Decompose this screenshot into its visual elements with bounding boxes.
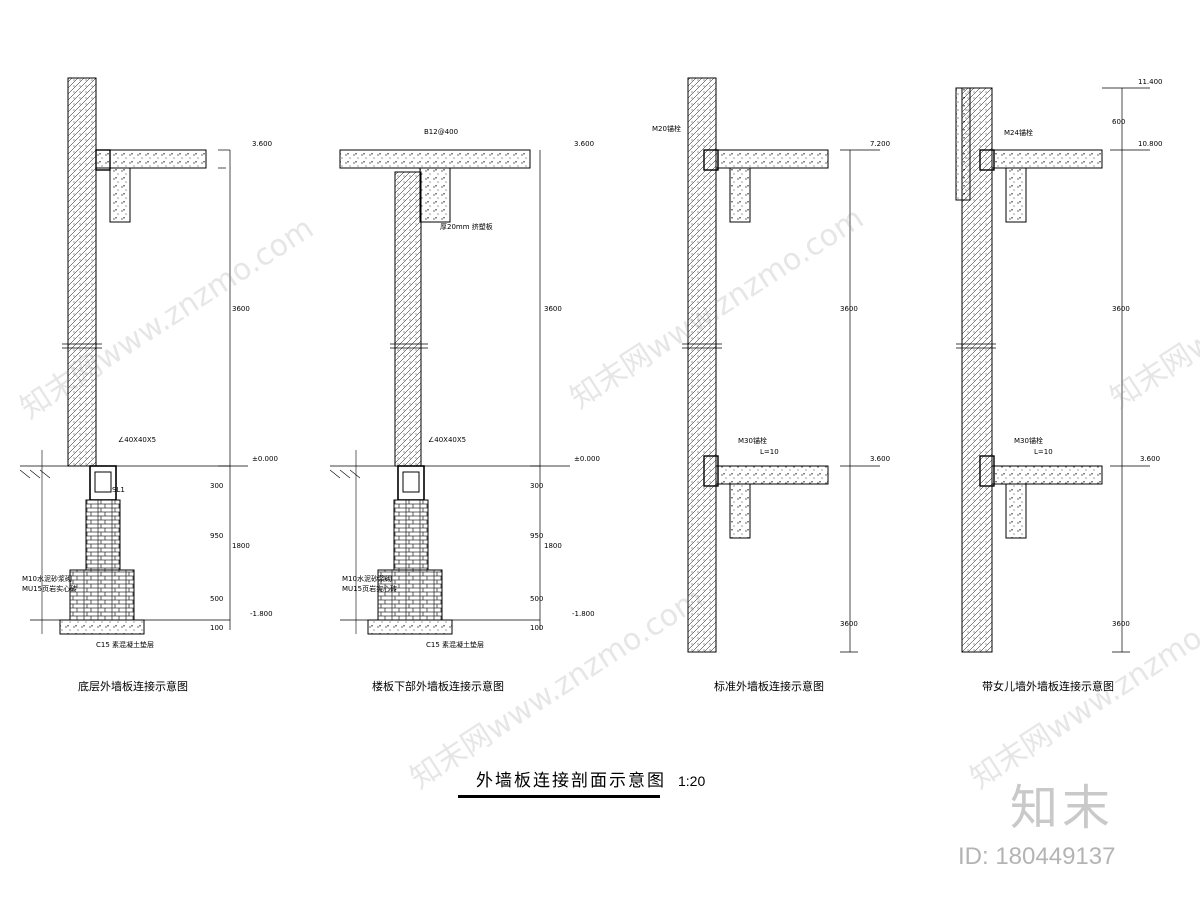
detail-3-note-anchor-top: M20锚栓 [652, 125, 681, 133]
detail-4-note-length: L=10 [1034, 448, 1053, 456]
detail-2-note-rebar: B12@400 [424, 128, 459, 136]
detail-1-dim-100: 100 [210, 624, 224, 632]
detail-2-dim-950: 950 [530, 532, 544, 540]
detail-2-note-foundation: C15 素混凝土垫层 [426, 641, 485, 649]
detail-1-dim-1800: 1800 [232, 542, 250, 550]
detail-3-dim-upper: 3600 [840, 305, 858, 313]
detail-1 [19, 77, 248, 635]
detail-2-dim-1800: 1800 [544, 542, 562, 550]
detail-2-note-mortar: M10水泥砂浆砌 [342, 575, 392, 583]
detail-1-note-foundation: C15 素混凝土垫层 [96, 641, 155, 649]
detail-2 [329, 149, 570, 635]
detail-2-dim-300: 300 [530, 482, 544, 490]
detail-2-dim-500: 500 [530, 595, 544, 603]
detail-1-dim-3600: 3600 [232, 305, 250, 313]
detail-1-level-mid: ±0.000 [252, 455, 278, 463]
drawing-scale: 1:20 [678, 773, 706, 789]
detail-2-note-angle: ∠40X40X5 [428, 436, 467, 444]
drawing-title: 外墙板连接剖面示意图 [476, 771, 666, 791]
detail-3-level-mid: 3.600 [870, 455, 891, 463]
detail-1-dim-950: 950 [210, 532, 224, 540]
detail-2-level-mid: ±0.000 [574, 455, 600, 463]
detail-4-level-mid: 3.600 [1140, 455, 1161, 463]
detail-1-note-brick: MU15页岩实心砖 [22, 585, 78, 593]
detail-1-note-sl1: SL1 [112, 486, 125, 494]
detail-1-dim-300: 300 [210, 482, 224, 490]
detail-1-note-angle: ∠40X40X5 [118, 436, 157, 444]
detail-4-note-anchor-bot: M30锚栓 [1014, 437, 1043, 445]
detail-2-dim-100: 100 [530, 624, 544, 632]
detail-2-note-brick: MU15页岩实心砖 [342, 585, 398, 593]
detail-1-level-top: 3.600 [252, 140, 273, 148]
detail-4-note-anchor-top: M24锚栓 [1004, 129, 1033, 137]
title-underline [458, 795, 660, 798]
detail-2-note-xps: 厚20mm 挤塑板 [440, 223, 493, 231]
detail-3-dim-lower: 3600 [840, 620, 858, 628]
detail-3-level-top: 7.200 [870, 140, 891, 148]
detail-2-dim-3600: 3600 [544, 305, 562, 313]
detail-1-level-bot: -1.800 [250, 610, 273, 618]
detail-4-level-upper: 10.800 [1138, 140, 1163, 148]
detail-4-level-top: 11.400 [1138, 78, 1163, 86]
detail-2-caption: 楼板下部外墙板连接示意图 [372, 680, 504, 693]
detail-1-dim-500: 500 [210, 595, 224, 603]
detail-3 [682, 77, 880, 653]
detail-1-note-mortar: M10水泥砂浆砌 [22, 575, 72, 583]
detail-3-note-anchor-bot: M30锚栓 [738, 437, 767, 445]
detail-2-level-top: 3.600 [574, 140, 595, 148]
detail-4-dim-lower: 3600 [1112, 620, 1130, 628]
detail-2-level-bot: -1.800 [572, 610, 595, 618]
detail-4-caption: 带女儿墙外墙板连接示意图 [982, 680, 1114, 693]
detail-4 [955, 87, 1150, 653]
detail-3-caption: 标准外墙板连接示意图 [714, 680, 824, 693]
detail-1-caption: 底层外墙板连接示意图 [78, 680, 188, 693]
watermark-id: ID: 180449137 [958, 843, 1116, 870]
detail-4-dim-upper: 3600 [1112, 305, 1130, 313]
watermark-logo: 知末 [1010, 780, 1115, 836]
detail-3-note-length: L=10 [760, 448, 779, 456]
detail-4-dim-parapet: 600 [1112, 118, 1126, 126]
